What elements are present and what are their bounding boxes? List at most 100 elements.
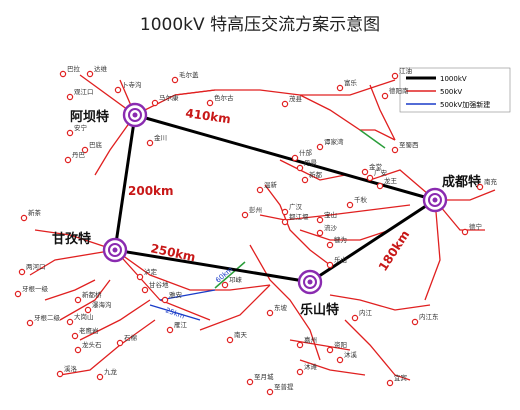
station-label: 江油 xyxy=(399,66,412,75)
station-marker xyxy=(226,336,234,344)
station-marker xyxy=(316,216,324,224)
station-marker xyxy=(86,70,94,78)
station-label: 新都 xyxy=(309,170,323,179)
station-marker xyxy=(256,186,264,194)
station-marker xyxy=(351,314,359,322)
station-marker xyxy=(66,129,74,137)
station-label: 沐溪 xyxy=(344,350,358,359)
station-label: 内江 xyxy=(359,308,373,317)
station-marker xyxy=(161,296,169,304)
line-aba-chengdu xyxy=(134,113,436,202)
station-label: 南天 xyxy=(234,330,248,339)
station-label: 宜宾 xyxy=(394,373,408,382)
station-marker xyxy=(296,164,304,172)
station-marker xyxy=(171,76,179,84)
station-label: 宝山 xyxy=(324,210,337,219)
station-label: 至蜀西 xyxy=(399,141,419,149)
line-aba-ganzi xyxy=(113,114,137,251)
station-label: 德宁 xyxy=(469,222,483,231)
station-label: 九龙 xyxy=(104,367,118,376)
station-marker xyxy=(166,326,174,334)
line-ganzi-leshan xyxy=(114,248,311,284)
station-label: 老鹰岩 xyxy=(79,326,99,335)
station-marker xyxy=(20,214,28,222)
station-label: 资阳 xyxy=(334,340,347,349)
station-marker xyxy=(291,154,299,162)
station-label: 牙根二级 xyxy=(34,313,61,322)
uhv-network xyxy=(113,113,436,284)
station-label: 金堂 xyxy=(369,162,383,171)
station-marker xyxy=(366,174,374,182)
station-label: 马尔康 xyxy=(159,93,179,102)
station-label: 瀑海沟 xyxy=(92,300,112,309)
legend-label-500kv-new: 500kV加强新建 xyxy=(440,100,490,109)
station-label: 广汉 xyxy=(289,202,303,211)
station-marker xyxy=(391,72,399,80)
hub-leshan xyxy=(297,269,323,295)
green-network xyxy=(214,129,386,289)
station-label: 甘谷地 xyxy=(149,280,169,289)
station-marker xyxy=(376,182,384,190)
station-label: 沐滩 xyxy=(304,362,318,371)
hub-label-leshan: 乐山特 xyxy=(300,302,339,318)
station-label: 乐山 xyxy=(334,255,347,264)
station-label: 安宁 xyxy=(74,123,88,132)
blue-network xyxy=(149,289,216,321)
station-marker xyxy=(386,379,394,387)
station-label: 都江堰 xyxy=(289,212,309,221)
station-marker xyxy=(71,332,79,340)
station-label: 金川 xyxy=(154,133,167,142)
station-label: 至普提 xyxy=(274,382,294,391)
station-label: 内江东 xyxy=(419,312,439,321)
station-marker xyxy=(206,99,214,107)
station-marker xyxy=(391,146,399,154)
station-label: 谭家湾 xyxy=(324,137,344,146)
station-marker xyxy=(66,93,74,101)
station-label: 流沙 xyxy=(324,223,338,232)
legend-label-1000kv: 1000kV xyxy=(440,75,467,83)
station-label: 龙王 xyxy=(384,176,398,185)
station-marker xyxy=(114,86,122,94)
station-label: 东坡 xyxy=(274,303,288,312)
hub-ganzi xyxy=(102,237,128,263)
station-marker xyxy=(56,370,64,378)
station-label: 至月城 xyxy=(254,373,274,381)
station-marker xyxy=(246,378,254,386)
station-label: 达维 xyxy=(94,64,108,73)
station-marker xyxy=(141,286,149,294)
station-marker xyxy=(281,100,289,108)
station-label: 犍为 xyxy=(334,235,347,244)
station-label: 巴拉 xyxy=(67,64,81,73)
station-marker xyxy=(296,368,304,376)
station-label: 广安 xyxy=(374,168,388,177)
station-label: 富乐 xyxy=(344,78,358,87)
hub-aba xyxy=(122,102,148,128)
station-label: 卜寺沟 xyxy=(122,80,142,89)
station-marker xyxy=(316,229,324,237)
station-marker xyxy=(336,84,344,92)
hub-label-ganzi: 甘孜特 xyxy=(52,231,91,247)
station-marker xyxy=(266,309,274,317)
station-marker xyxy=(301,176,309,184)
station-label: 色尔古 xyxy=(214,93,234,102)
station-marker xyxy=(326,346,334,354)
station-marker xyxy=(74,346,82,354)
station-label: 两河口 xyxy=(26,263,46,271)
station-label: 彭州 xyxy=(249,205,262,214)
station-marker xyxy=(136,273,144,281)
station-label: 什邡 xyxy=(299,148,313,157)
station-marker xyxy=(281,208,289,216)
station-label: 邛崃 xyxy=(229,275,243,284)
diagram-title: 1000kV 特高压交流方案示意图 xyxy=(139,15,381,35)
distance-label-410: 410km xyxy=(185,106,232,126)
station-label: 泸定 xyxy=(144,267,158,276)
stations: 巴拉达维卜寺沟毛尔盖观江口马尔康色尔古茂县富乐江油德阳南安宁巴底金川丹巴至蜀西谭… xyxy=(14,64,498,396)
station-label: 丹景 xyxy=(304,159,318,167)
station-marker xyxy=(346,201,354,209)
station-marker xyxy=(74,296,82,304)
station-marker xyxy=(146,139,154,147)
station-label: 丹巴 xyxy=(72,151,86,159)
station-label: 大岗山 xyxy=(74,312,94,321)
station-label: 雁江 xyxy=(174,321,188,329)
